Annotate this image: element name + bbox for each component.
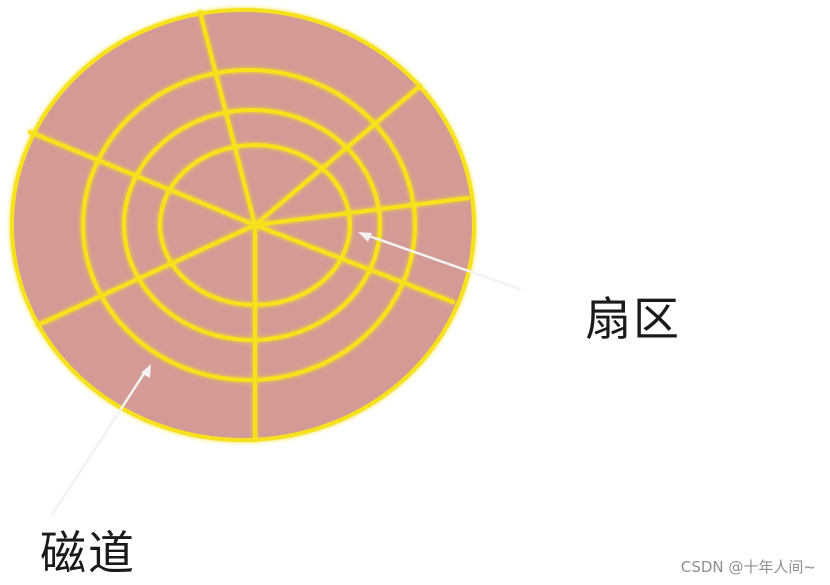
sector-line	[28, 130, 257, 227]
sector-lines	[28, 10, 470, 442]
track-pointer-line	[50, 370, 147, 517]
sector-line	[253, 196, 470, 227]
sector-line	[198, 10, 257, 227]
watermark: CSDN @十年人间~	[680, 558, 816, 576]
track-pointer	[50, 364, 151, 517]
track-ring-2	[122, 108, 382, 342]
track-ring-3	[81, 68, 417, 382]
sector-label: 扇区	[585, 292, 681, 346]
sector-line	[253, 223, 455, 304]
sector-line	[36, 223, 257, 327]
track-label: 磁道	[40, 526, 136, 580]
sector-pointer-line	[364, 233, 522, 291]
sector-pointer	[358, 232, 522, 291]
sector-line	[253, 84, 422, 227]
sector-pointer-arrowhead	[358, 232, 372, 242]
track-pointer-arrowhead	[141, 364, 151, 378]
